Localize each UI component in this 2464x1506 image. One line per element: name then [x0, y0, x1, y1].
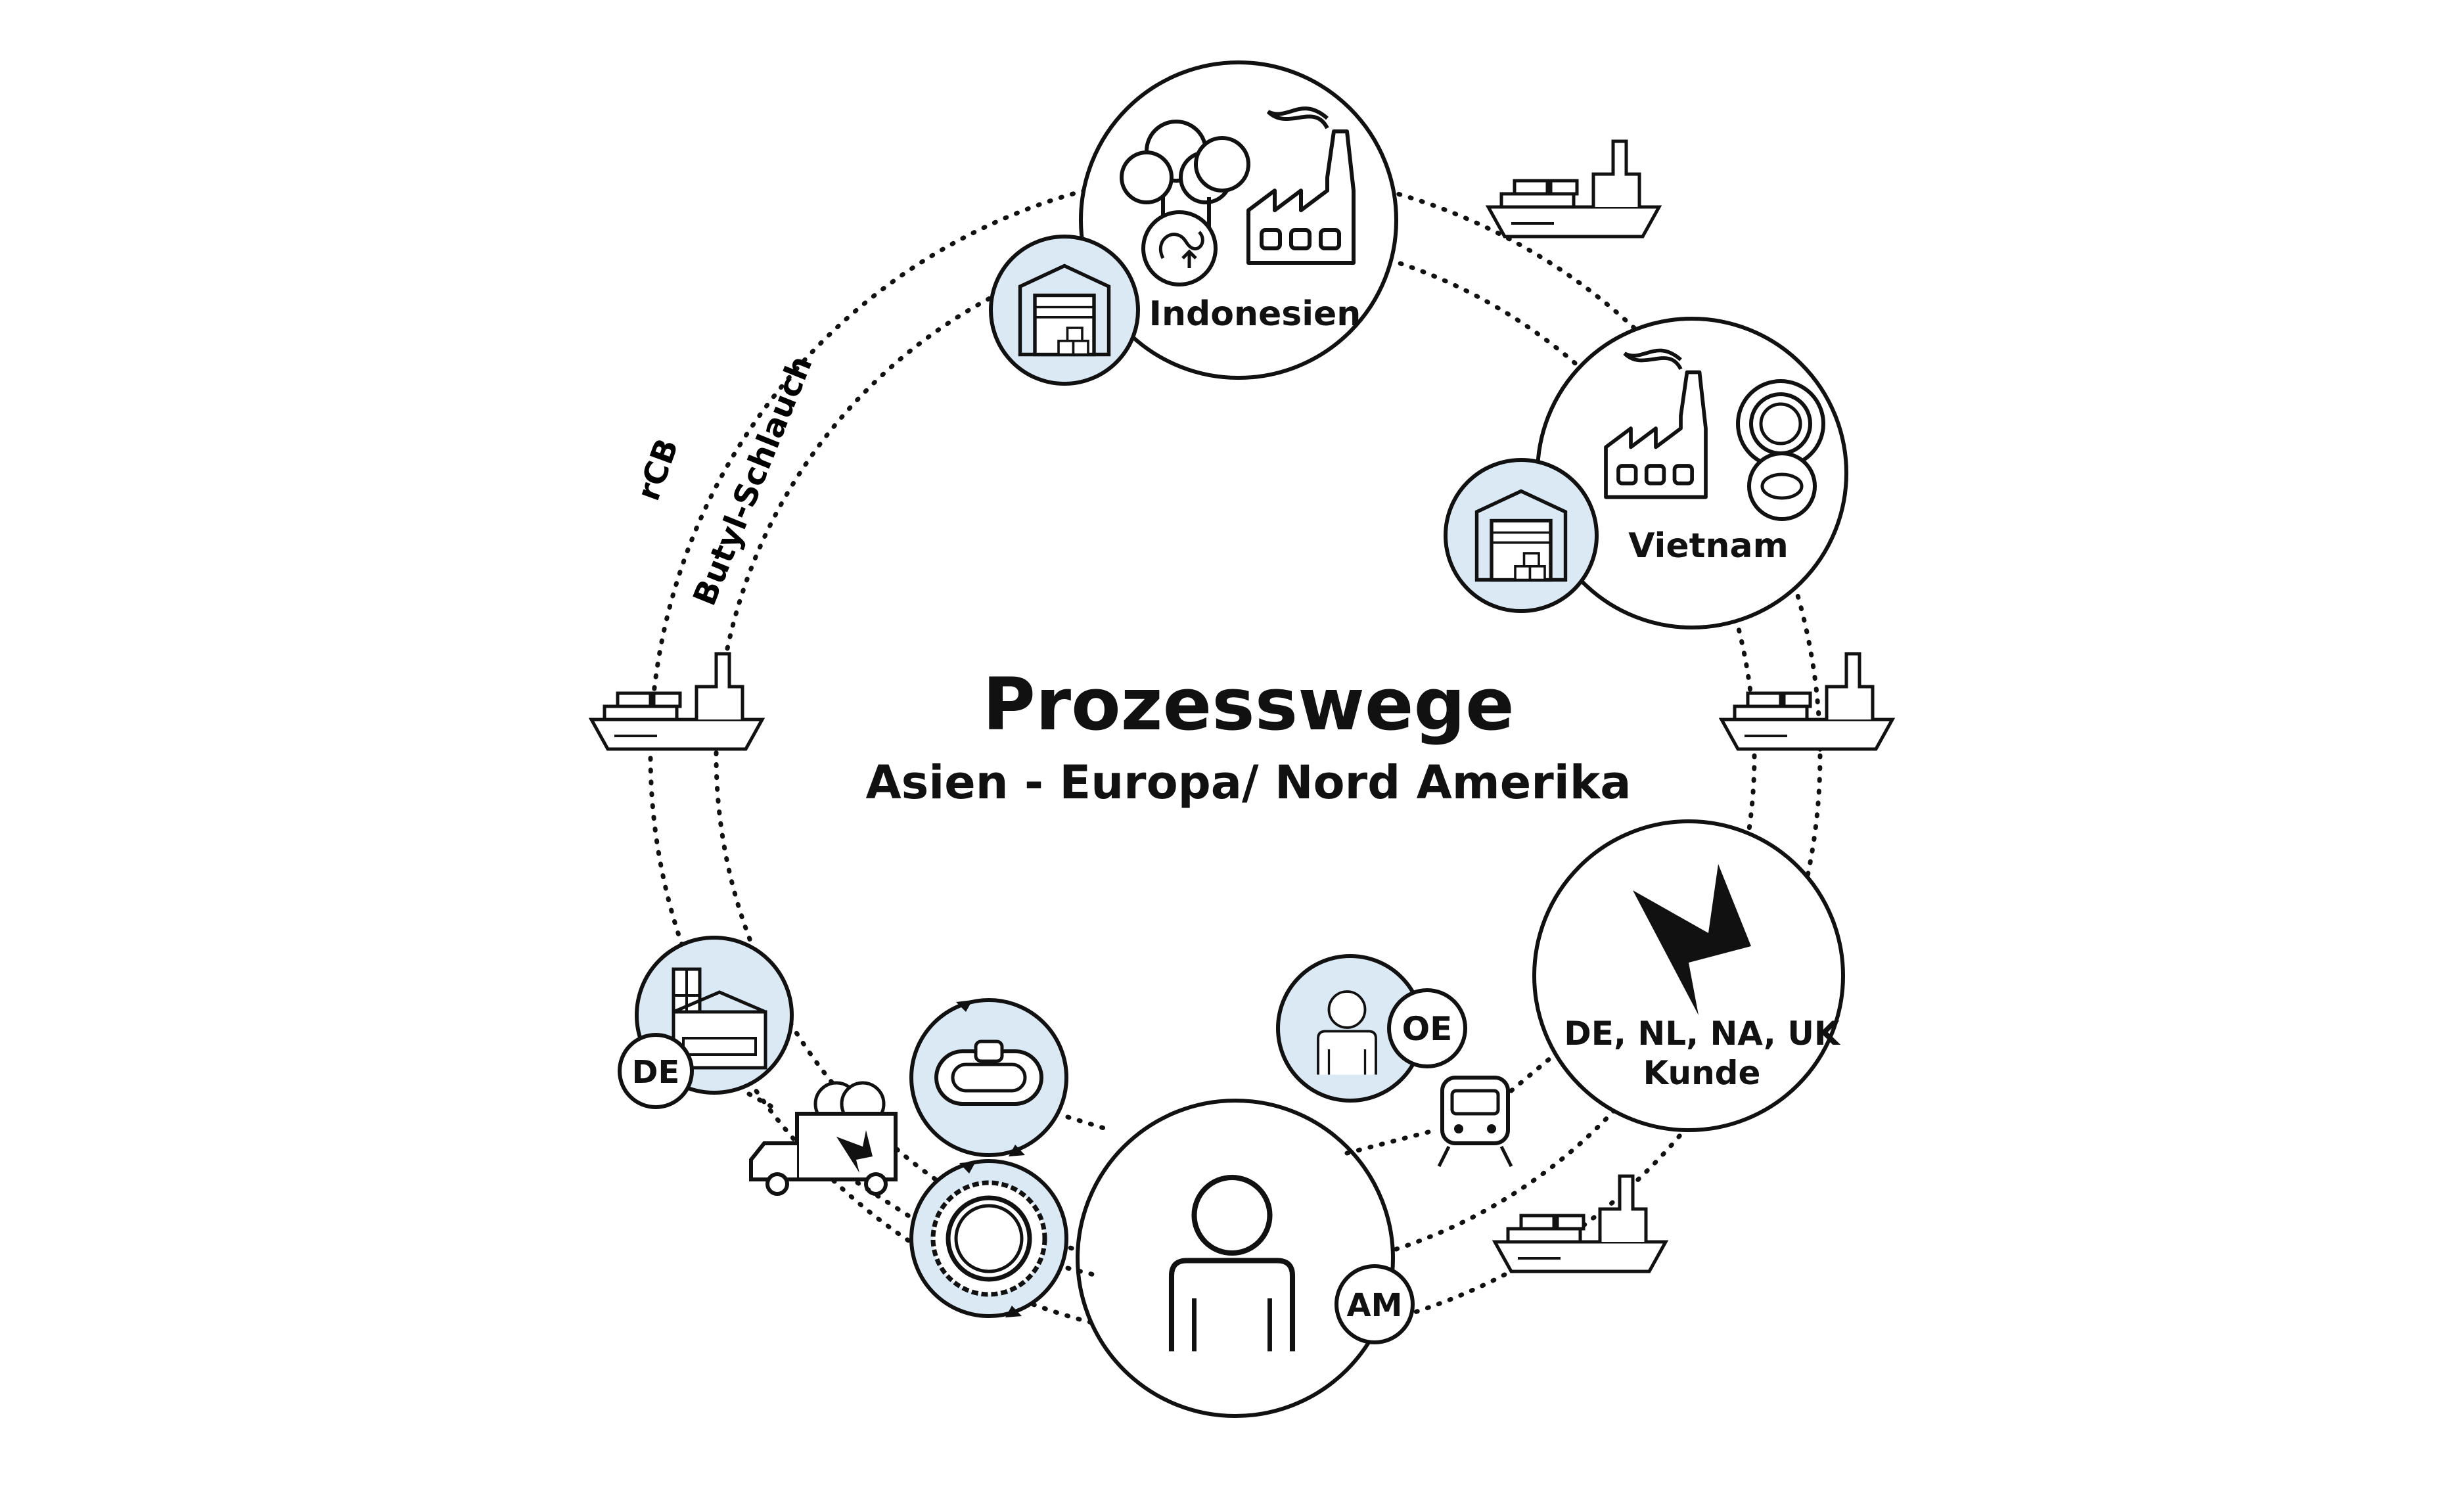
cycle-inner-tube: [909, 998, 1068, 1157]
inner-tube-icon: [1747, 451, 1817, 521]
node-indonesia-warehouse: [989, 235, 1140, 386]
route-link: [855, 1180, 916, 1221]
ship-icon: [1488, 141, 1659, 237]
truck-icon: [749, 1081, 898, 1196]
inner-tube-icon: [934, 1039, 1043, 1106]
tire-icon: [1736, 379, 1825, 468]
cycle-tire: [909, 1159, 1068, 1318]
node-indonesia-label: Indonesien: [1149, 294, 1361, 334]
node-vietnam-warehouse: [1444, 458, 1599, 613]
node-am-label: AM: [1347, 1287, 1403, 1324]
node-oe-label: OE: [1402, 1010, 1453, 1048]
recycle-icon: [1141, 210, 1218, 286]
node-vietnam: Vietnam: [1536, 317, 1848, 629]
route-label-rcb: rCB: [630, 434, 686, 505]
tire-icon: [930, 1180, 1047, 1297]
route-link: [1065, 1266, 1097, 1277]
node-customer-label-1: DE, NL, NA, UK: [1564, 1015, 1841, 1053]
route-link: [1509, 1055, 1553, 1093]
node-vietnam-label: Vietnam: [1628, 526, 1789, 566]
node-customer: DE, NL, NA, UK Kunde: [1532, 819, 1845, 1132]
route-link: [1344, 1128, 1438, 1156]
node-oe: OE: [1276, 954, 1467, 1103]
node-am: AM: [1076, 1099, 1415, 1418]
warehouse-icon: [1477, 491, 1566, 580]
node-customer-label-2: Kunde: [1643, 1054, 1761, 1092]
route-label-butyl: Butyl-Schlauch: [686, 351, 819, 611]
route-link: [1065, 1114, 1113, 1133]
warehouse-icon: [1020, 266, 1109, 355]
brand-bird-logo: [1633, 864, 1751, 1015]
ship-icon: [591, 654, 762, 749]
diagram-subtitle: Asien - Europa/ Nord Amerika: [865, 756, 1631, 810]
trees-icon: [1120, 120, 1250, 243]
node-germany: DE: [618, 936, 794, 1109]
node-germany-label: DE: [632, 1054, 680, 1091]
ship-icon: [1495, 1176, 1666, 1271]
train-icon: [1437, 1076, 1513, 1168]
node-indonesia: Indonesien: [1079, 60, 1398, 380]
diagram-title: Prozesswege: [982, 662, 1515, 746]
